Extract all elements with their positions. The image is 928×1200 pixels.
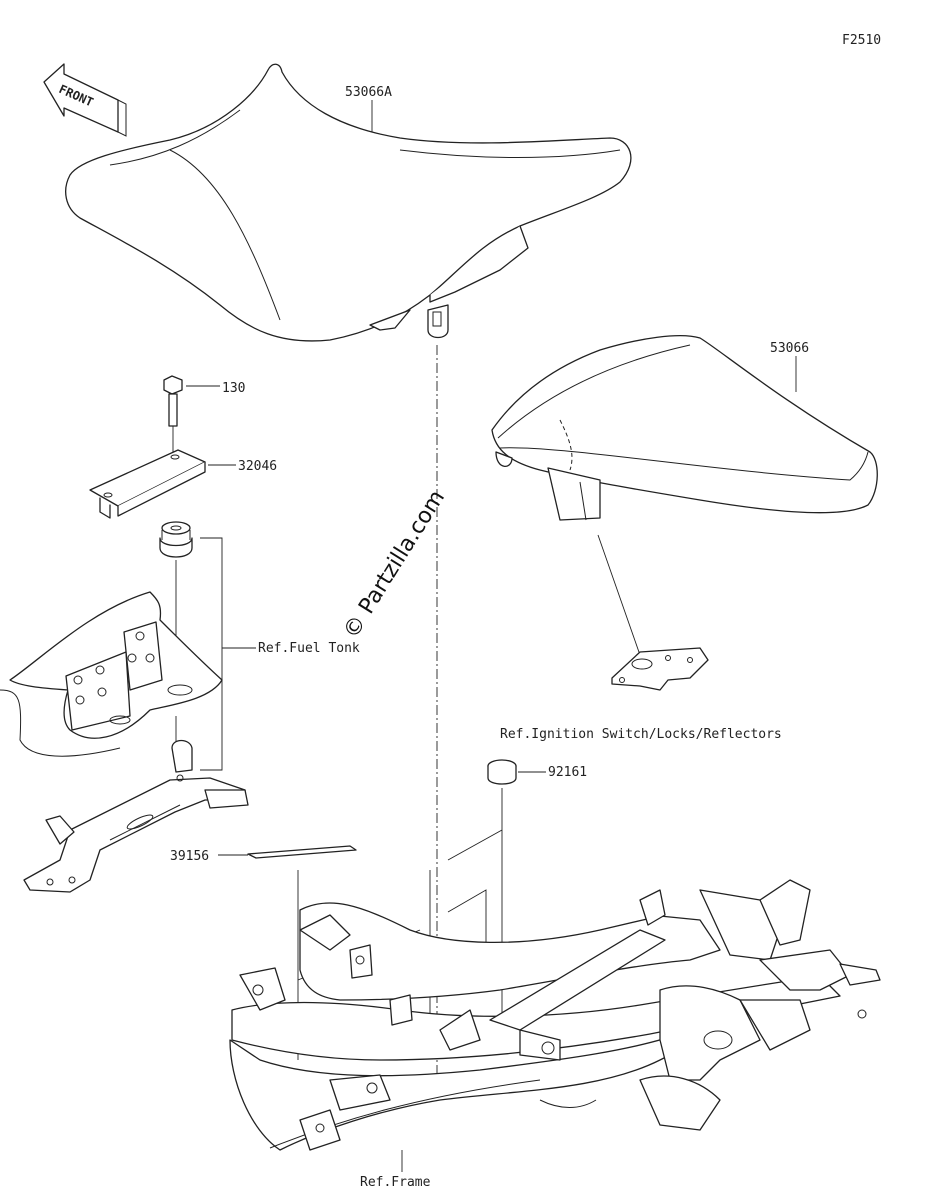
seat-mount-bracket: [23, 739, 249, 893]
front-arrow-icon: FRONT: [43, 63, 127, 137]
fuel-tank-bracket: [0, 591, 223, 757]
ref-frame: Ref.Frame: [360, 1175, 431, 1190]
label-39156: 39156: [170, 849, 209, 864]
plate-32046: [89, 449, 206, 519]
label-32046: 32046: [238, 459, 277, 474]
bolt-130: [163, 375, 183, 427]
front-seat-53066a: [65, 63, 632, 342]
watermark: © Partzilla.com: [339, 486, 450, 643]
rear-seat-53066: [491, 334, 878, 521]
ref-ignition-switch: Ref.Ignition Switch/Locks/Reflectors: [500, 727, 782, 742]
label-53066a: 53066A: [345, 85, 392, 100]
rubber-grommet: [159, 521, 193, 558]
cap-92161: [487, 759, 517, 785]
label-92161: 92161: [548, 765, 587, 780]
label-130: 130: [222, 381, 245, 396]
strip-39156: [247, 845, 357, 859]
ref-fuel-tank: Ref.Fuel Tonk: [258, 641, 360, 656]
seat-lock-plate: [611, 647, 709, 691]
label-53066: 53066: [770, 341, 809, 356]
diagram-code: F2510: [842, 33, 881, 48]
frame-assembly: [229, 879, 881, 1151]
